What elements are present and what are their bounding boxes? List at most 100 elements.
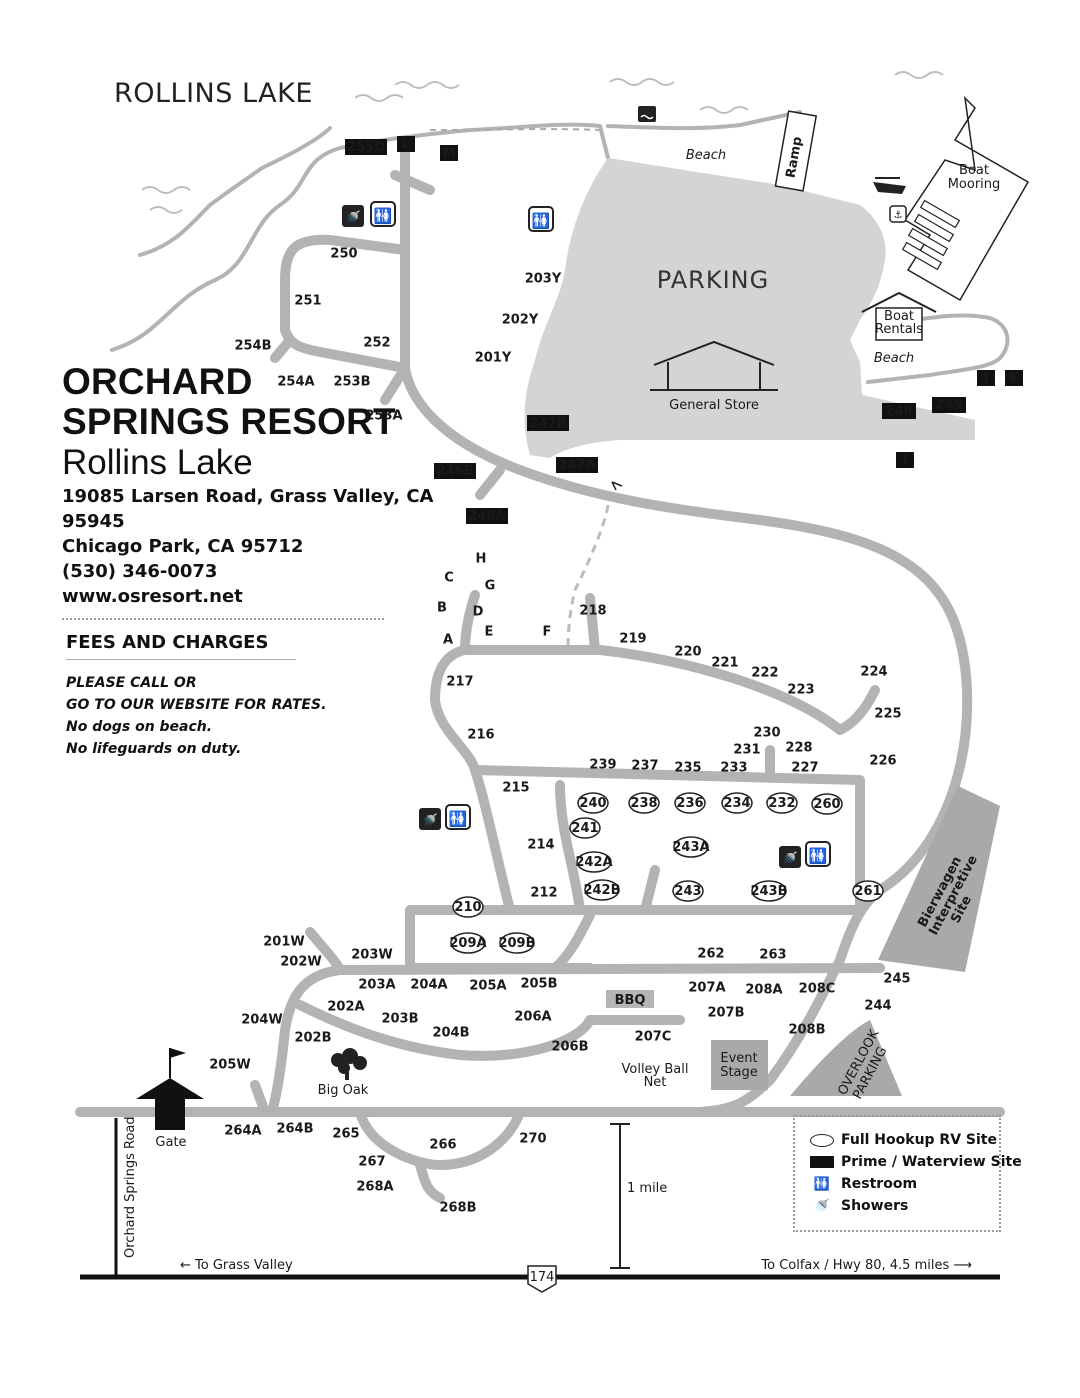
campsite-203b[interactable]: 203B	[381, 1012, 418, 1027]
campsite-268a[interactable]: 268A	[356, 1180, 393, 1195]
campsite-264a[interactable]: 264A	[224, 1124, 261, 1139]
campsite-e[interactable]: E	[485, 625, 494, 640]
campsite-235[interactable]: 235	[674, 761, 701, 776]
campsite-233[interactable]: 233	[720, 761, 747, 776]
campsite-228[interactable]: 228	[785, 741, 812, 756]
rv-site-242a[interactable]: 242A	[575, 851, 613, 873]
campsite-202y[interactable]: 202Y	[502, 313, 539, 328]
campsite-227[interactable]: 227	[791, 761, 818, 776]
campsite-222[interactable]: 222	[751, 666, 778, 681]
rv-site-261[interactable]: 261	[852, 880, 884, 902]
rv-site-234[interactable]: 234	[721, 792, 753, 814]
campsite-254a[interactable]: 254A	[277, 375, 314, 390]
rv-site-260[interactable]: 260	[811, 793, 843, 815]
campsite-268b[interactable]: 268B	[439, 1201, 476, 1216]
campsite-251[interactable]: 251	[294, 294, 321, 309]
rv-site-210[interactable]: 210	[452, 896, 484, 918]
campsite-f[interactable]: F	[543, 625, 552, 640]
campsite-205b[interactable]: 205B	[520, 977, 557, 992]
campsite-217[interactable]: 217	[446, 675, 473, 690]
rv-site-243a[interactable]: 243A	[672, 836, 710, 858]
campsite-204w[interactable]: 204W	[241, 1013, 282, 1028]
prime-site-247b[interactable]: 247B	[527, 415, 569, 431]
campsite-203w[interactable]: 203W	[351, 948, 392, 963]
campsite-b[interactable]: B	[437, 601, 447, 616]
campsite-216[interactable]: 216	[467, 728, 494, 743]
prime-site-248[interactable]: 248	[882, 403, 916, 419]
campsite-221[interactable]: 221	[711, 656, 738, 671]
campsite-a[interactable]: A	[443, 633, 453, 648]
campsite-h[interactable]: H	[476, 552, 487, 567]
prime-site-l[interactable]: L	[397, 136, 415, 152]
campsite-239[interactable]: 239	[589, 758, 616, 773]
campsite-219[interactable]: 219	[619, 632, 646, 647]
campsite-253b[interactable]: 253B	[333, 375, 370, 390]
prime-site-255d[interactable]: 255D	[345, 139, 387, 155]
campsite-230[interactable]: 230	[753, 726, 780, 741]
campsite-206a[interactable]: 206A	[514, 1010, 551, 1025]
campsite-212[interactable]: 212	[530, 886, 557, 901]
campsite-237[interactable]: 237	[631, 759, 658, 774]
prime-site-249[interactable]: 249	[932, 397, 966, 413]
campsite-250[interactable]: 250	[330, 247, 357, 262]
website-link[interactable]: www.osresort.net	[62, 586, 243, 607]
campsite-226[interactable]: 226	[869, 754, 896, 769]
campsite-225[interactable]: 225	[874, 707, 901, 722]
campsite-206b[interactable]: 206B	[551, 1040, 588, 1055]
campsite-202w[interactable]: 202W	[280, 955, 321, 970]
campsite-208c[interactable]: 208C	[799, 982, 836, 997]
campsite-204b[interactable]: 204B	[432, 1026, 469, 1041]
campsite-265[interactable]: 265	[332, 1127, 359, 1142]
prime-site-246b[interactable]: 246B	[434, 463, 476, 479]
prime-site-m[interactable]: M	[440, 145, 458, 161]
campsite-267[interactable]: 267	[358, 1155, 385, 1170]
campsite-203a[interactable]: 203A	[358, 978, 395, 993]
prime-site-k[interactable]: K	[1005, 370, 1023, 386]
campsite-204a[interactable]: 204A	[410, 978, 447, 993]
rv-site-242b[interactable]: 242B	[583, 879, 621, 901]
rv-site-232[interactable]: 232	[766, 792, 798, 814]
rv-site-209a[interactable]: 209A	[449, 932, 487, 954]
campsite-220[interactable]: 220	[674, 645, 701, 660]
rv-site-243[interactable]: 243	[672, 880, 704, 902]
campsite-208a[interactable]: 208A	[745, 983, 782, 998]
campsite-270[interactable]: 270	[519, 1132, 546, 1147]
campsite-207c[interactable]: 207C	[635, 1030, 672, 1045]
campsite-262[interactable]: 262	[697, 947, 724, 962]
campsite-203y[interactable]: 203Y	[525, 272, 562, 287]
rv-site-241[interactable]: 241	[569, 817, 601, 839]
campsite-208b[interactable]: 208B	[788, 1023, 825, 1038]
campsite-205a[interactable]: 205A	[469, 979, 506, 994]
rv-site-236[interactable]: 236	[674, 792, 706, 814]
campsite-g[interactable]: G	[485, 579, 496, 594]
rv-site-238[interactable]: 238	[628, 792, 660, 814]
rv-site-240[interactable]: 240	[577, 792, 609, 814]
prime-site-246a[interactable]: 246A	[466, 508, 508, 524]
prime-site-j[interactable]: J	[977, 370, 995, 386]
campsite-218[interactable]: 218	[579, 604, 606, 619]
campsite-263[interactable]: 263	[759, 948, 786, 963]
rv-site-209b[interactable]: 209B	[498, 932, 536, 954]
campsite-231[interactable]: 231	[733, 743, 760, 758]
rv-site-243b[interactable]: 243B	[750, 880, 788, 902]
campsite-202b[interactable]: 202B	[294, 1031, 331, 1046]
campsite-254b[interactable]: 254B	[234, 339, 271, 354]
campsite-245[interactable]: 245	[883, 972, 910, 987]
campsite-264b[interactable]: 264B	[276, 1122, 313, 1137]
campsite-224[interactable]: 224	[860, 665, 887, 680]
campsite-223[interactable]: 223	[787, 683, 814, 698]
campsite-207b[interactable]: 207B	[707, 1006, 744, 1021]
campsite-244[interactable]: 244	[864, 999, 891, 1014]
campsite-201y[interactable]: 201Y	[475, 351, 512, 366]
campsite-d[interactable]: D	[473, 605, 484, 620]
campsite-205w[interactable]: 205W	[209, 1058, 250, 1073]
prime-site-247a[interactable]: 247A	[556, 457, 598, 473]
campsite-253a[interactable]: 253A	[365, 409, 402, 424]
campsite-c[interactable]: C	[444, 571, 454, 586]
campsite-207a[interactable]: 207A	[688, 981, 725, 996]
campsite-202a[interactable]: 202A	[327, 1000, 364, 1015]
prime-site-i[interactable]: I	[896, 452, 914, 468]
campsite-201w[interactable]: 201W	[263, 935, 304, 950]
campsite-214[interactable]: 214	[527, 838, 554, 853]
campsite-252[interactable]: 252	[363, 336, 390, 351]
